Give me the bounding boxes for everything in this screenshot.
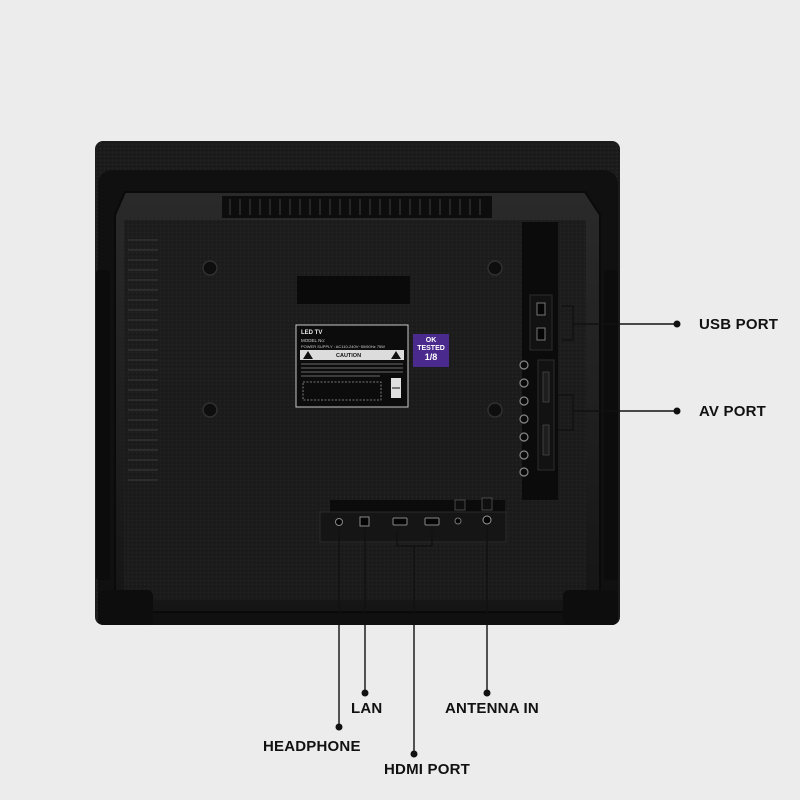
stand-foot-left — [98, 590, 153, 625]
side-connector-panel — [519, 222, 558, 500]
sticker-line3: 1/8 — [425, 352, 438, 362]
side-handle-left — [96, 270, 110, 580]
bottom-connector-panel — [319, 497, 507, 543]
headphone-jack — [335, 518, 343, 526]
rating-label: LED TV MODEL No: POWER SUPPLY : AC110-24… — [295, 324, 409, 408]
callout-antenna-in: ANTENNA IN — [445, 700, 539, 717]
callout-hdmi-port: HDMI PORT — [384, 761, 470, 778]
callout-headphone: HEADPHONE — [263, 738, 361, 755]
top-vent — [222, 196, 492, 218]
side-vent — [128, 239, 158, 481]
callout-dots — [335, 320, 681, 758]
av-jacks — [519, 360, 529, 477]
screw-mounts — [202, 260, 503, 418]
rating-label-power: POWER SUPPLY : AC110-240V~50/60Hz 75W — [301, 344, 385, 349]
stand-foot-right — [563, 590, 618, 625]
callout-lan: LAN — [351, 700, 383, 717]
hdmi-port-2 — [424, 517, 440, 526]
lan-port — [359, 516, 370, 527]
antenna-jack — [482, 515, 492, 525]
tested-sticker: OK TESTED 1/8 — [413, 334, 449, 367]
callout-av-port: AV PORT — [699, 403, 766, 420]
side-handle-right — [604, 270, 618, 580]
usb-port-2 — [536, 327, 546, 341]
hdmi-port-1 — [392, 517, 408, 526]
spec-plate — [297, 276, 410, 304]
usb-port-1 — [536, 302, 546, 316]
callout-lines — [338, 305, 677, 754]
rating-label-title: LED TV — [301, 330, 322, 336]
callout-usb-port: USB PORT — [699, 316, 779, 333]
rating-label-caution: CAUTION — [336, 353, 361, 359]
sticker-line1: OK — [426, 337, 437, 344]
sticker-line2: TESTED — [417, 345, 445, 352]
rating-label-model: MODEL No: — [301, 338, 325, 343]
